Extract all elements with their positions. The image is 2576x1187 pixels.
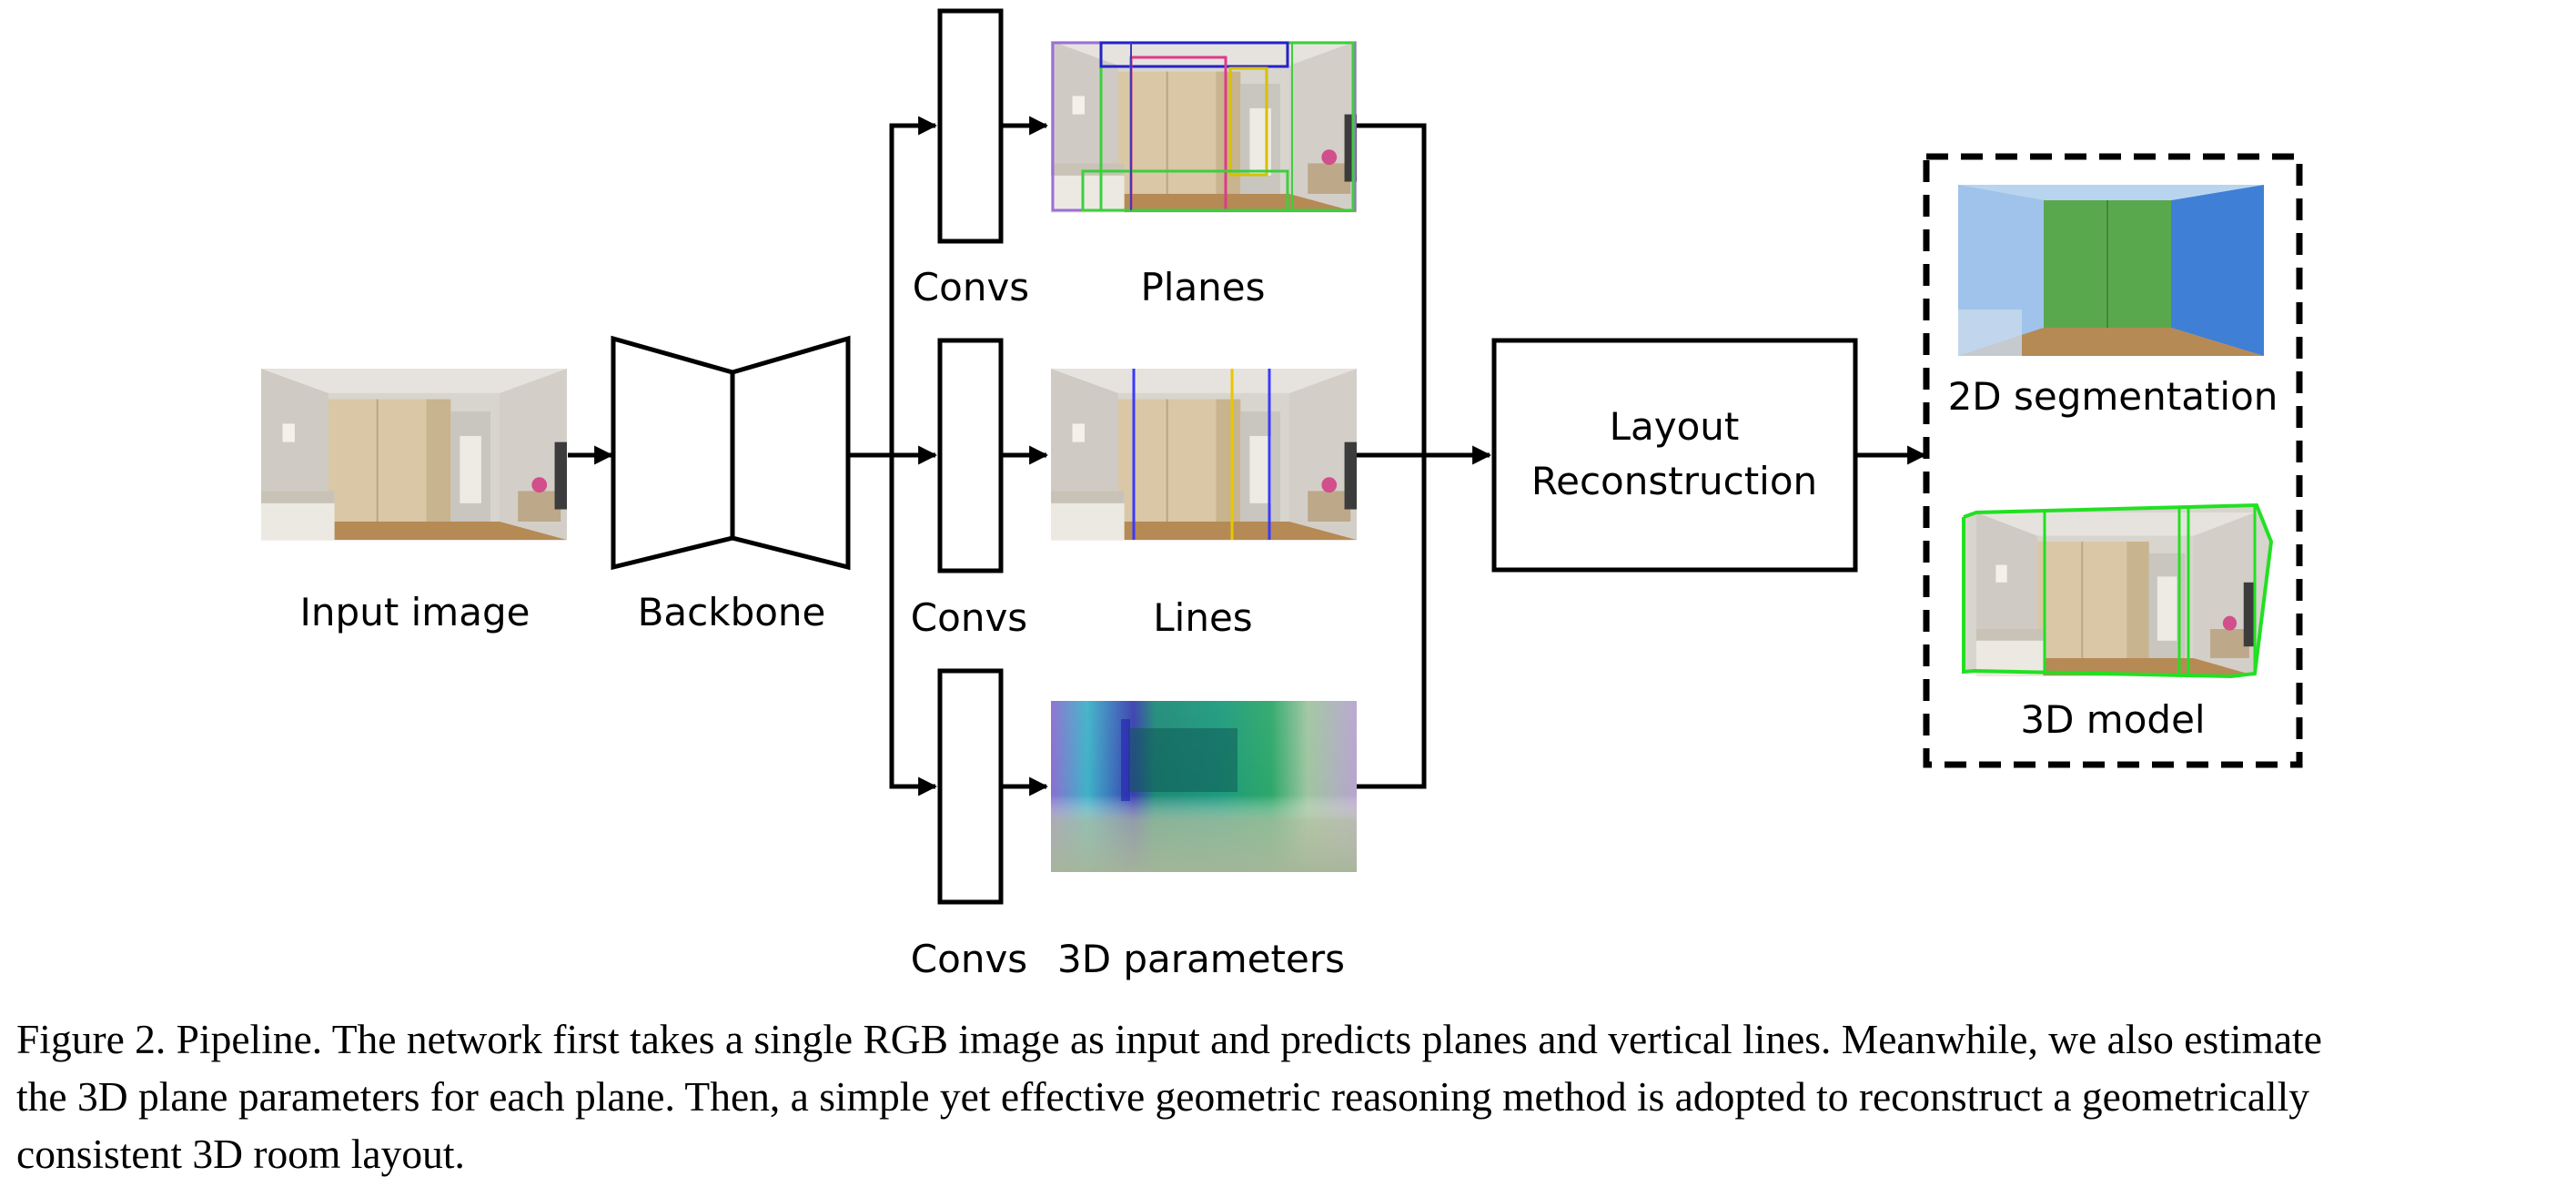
segmentation-image [1958,185,2264,356]
caption-line-1: Figure 2. Pipeline. The network first ta… [16,1016,2322,1062]
branch-connector [848,116,938,796]
params-label: 3D parameters [1057,937,1345,981]
layout-label-line2: Reconstruction [1531,459,1817,503]
backbone-decoder [730,335,851,571]
planes-label: Planes [1140,265,1265,309]
layout-label-line1: Layout [1610,404,1740,449]
convs-label-bot: Convs [911,937,1027,981]
input-image-label: Input image [300,590,530,634]
convs-block-planes [937,8,1004,244]
pipeline-diagram: Input image Backbone Convs Convs Convs P… [259,8,2303,981]
output-group-box [1923,153,2303,768]
caption-line-3: consistent 3D room layout. [16,1131,465,1177]
convs-block-lines [937,338,1004,573]
model3d-label: 3D model [2020,697,2205,742]
lines-image [1049,367,1359,542]
convs-label-mid: Convs [911,595,1027,640]
segmentation-label: 2D segmentation [1948,374,2278,419]
model3d-image [1962,502,2274,679]
backbone-label: Backbone [638,590,826,634]
convs-block-params [937,668,1004,905]
params-image [1051,701,1357,872]
planes-image [1049,39,1359,214]
backbone-encoder [611,335,735,571]
merge-connector [1357,123,1492,789]
caption-line-2: the 3D plane parameters for each plane. … [16,1073,2310,1120]
layout-reconstruction-box [1491,338,1858,573]
lines-label: Lines [1153,595,1252,640]
figure-caption: Figure 2. Pipeline. The network first ta… [16,1010,2564,1182]
convs-label-top: Convs [913,265,1029,309]
input-image [259,367,569,542]
